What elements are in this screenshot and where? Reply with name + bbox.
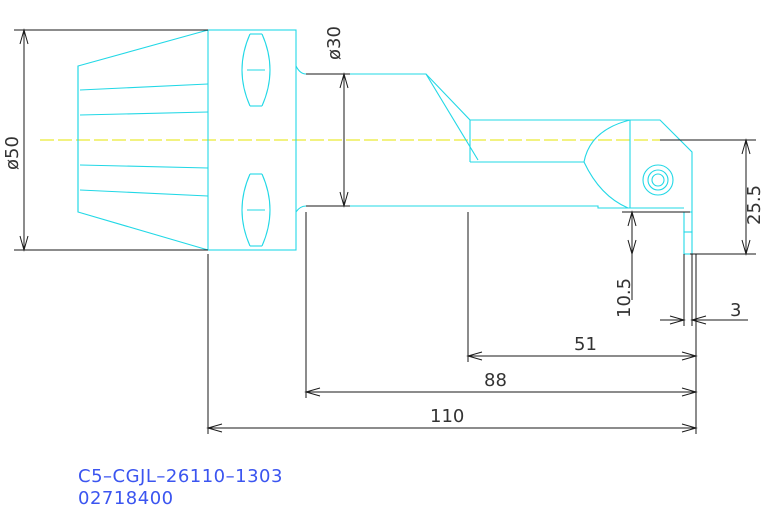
dim-label-tip: 3 (730, 300, 741, 321)
part-number-label: C5–CGJL–26110–1303 (78, 466, 283, 487)
insert-screw (642, 164, 674, 196)
collet-body (77, 29, 209, 251)
dim-label-overall-length: 110 (430, 406, 464, 427)
dim-reach-88 (304, 212, 698, 398)
dim-shank-diameter (306, 72, 350, 208)
dim-label-shank-diameter: ø30 (324, 26, 345, 60)
dim-label-reach-51: 51 (574, 334, 597, 355)
dim-offset (622, 210, 690, 300)
dim-label-height: 25.5 (744, 185, 765, 225)
dim-overall-length (206, 254, 698, 434)
flange (207, 29, 297, 251)
dim-label-offset: 10.5 (614, 278, 635, 318)
order-code-label: 02718400 (78, 488, 174, 509)
dim-height (660, 138, 756, 256)
dim-reach-51 (466, 212, 698, 434)
dim-flange-diameter (14, 28, 208, 252)
dim-label-reach-88: 88 (484, 370, 507, 391)
dim-label-flange-diameter: ø50 (2, 136, 23, 170)
dim-tip (660, 254, 748, 326)
shank (295, 65, 630, 213)
